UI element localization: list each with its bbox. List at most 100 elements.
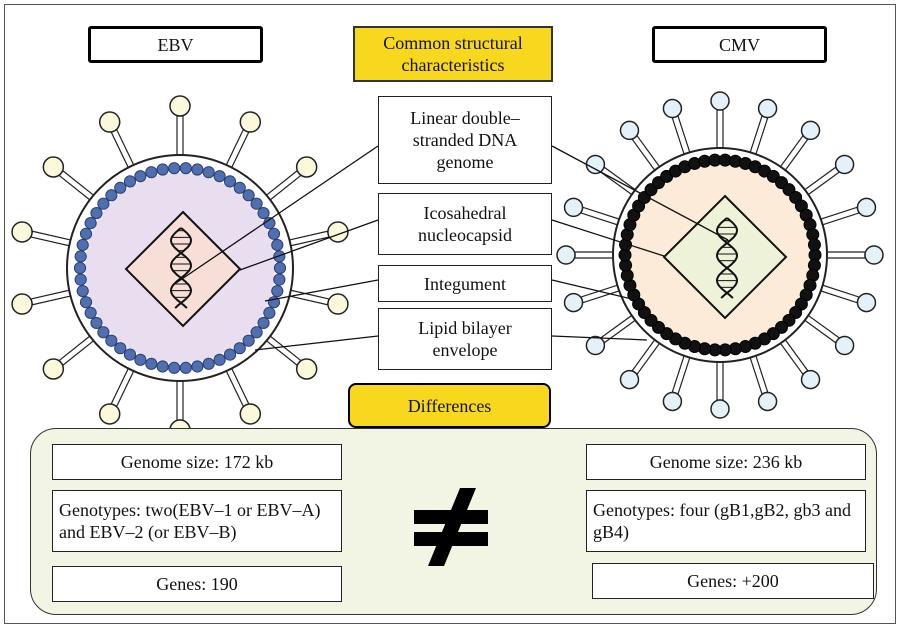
capsomere [223,348,237,361]
spike-knob [295,358,318,380]
capsomere [191,163,204,176]
capsomere [233,342,246,355]
ebv-dna-helix [169,227,193,309]
spike-knob [98,403,121,425]
spike-knob [800,120,821,141]
capsomere [105,189,118,202]
capsomere [233,181,246,194]
capsomere [168,162,181,175]
capsomere [250,326,263,339]
spike-knob [563,292,584,313]
spike-knob [295,156,318,178]
capsomere [134,353,147,366]
ebv-header: EBV [88,26,263,63]
spike-stalk [176,375,184,421]
capsomere [74,250,87,263]
capsomere [273,261,287,275]
capsomere [156,360,169,373]
spike-stalk [574,251,619,259]
spike-knob [757,98,778,119]
spike-knob [11,221,33,243]
spike-stalk [716,356,724,401]
not-equal-symbol [414,488,488,566]
spike-knob [834,335,855,356]
spike-knob [556,245,576,265]
spike-knob [11,293,33,315]
capsomere [223,175,237,188]
cmv-header: CMV [652,26,827,63]
feature-integument: Integument [378,265,552,302]
leader-cmv-envelope [551,335,648,341]
capsomere [79,296,93,309]
capsomere [145,166,158,179]
capsomere [84,306,97,319]
capsomere [179,361,192,374]
capsomere [79,227,93,240]
spike-knob [239,403,262,425]
capsomere [114,342,127,355]
leader-cmv-genome [551,145,729,241]
leader-lines [175,145,729,351]
spike-knob [585,335,606,356]
leader-cmv-integument [551,279,637,301]
capsomere [271,238,284,252]
spike-knob [662,98,683,119]
common-characteristics-header: Common structural characteristics [353,26,553,82]
leader-ebv-capsid [239,219,379,271]
differences-header: Differences [348,383,551,428]
capsomere [191,360,204,373]
spike-knob [856,197,877,218]
capsomere [97,326,110,339]
ebv-icosahedral-nucleocapsid [124,210,242,328]
ebv-genome-size: Genome size: 172 kb [52,444,342,480]
capsomere [114,181,127,194]
cmv-dna-helix [715,217,739,299]
capsomere [123,348,137,361]
capsomere [145,357,158,370]
cmv-virus-particle [556,91,884,419]
ebv-genes: Genes: 190 [52,566,342,602]
leader-ebv-integument [264,279,379,302]
spike-knob [757,391,778,412]
capsomere [156,163,169,176]
capsomere [242,189,255,202]
capsomere [123,175,137,188]
capsomere [267,227,281,240]
feature-lipid-envelope: Lipid bilayer envelope [378,308,552,370]
spike-knob [864,245,884,265]
capsomere [97,197,110,210]
capsomere [90,206,103,220]
spike-knob [169,95,191,117]
capsomere [273,273,286,286]
capsomere [257,316,270,330]
leader-cmv-capsid [551,219,665,257]
spike-knob [98,111,121,133]
spike-stalk [716,109,724,154]
cmv-icosahedral-nucleocapsid [662,194,788,320]
spike-knob [662,391,683,412]
cmv-genotypes: Genotypes: four (gB1,gB2, gb3 and gB4) [586,490,866,552]
spike-knob [619,369,640,390]
capsomere [134,170,147,183]
spike-knob [42,156,65,178]
capsomere [250,197,263,210]
feature-dna-genome: Linear double–stranded DNA genome [378,96,552,184]
spike-knob [563,197,584,218]
ebv-capsomere-ring [73,162,287,374]
spike-knob [327,293,349,315]
feature-nucleocapsid: Icosahedral nucleocapsid [378,193,552,255]
capsomere [73,261,87,275]
spike-stalk [176,115,184,161]
cmv-genome-size: Genome size: 236 kb [586,444,866,480]
capsomere [202,357,215,370]
capsomere [74,273,87,286]
ebv-virus-particle [11,95,349,441]
capsomere [213,353,226,366]
cmv-envelope-spikes [556,91,884,419]
ebv-genotypes: Genotypes: two(EBV–1 or EBV–A) and EBV–2… [52,490,342,552]
capsomere [202,166,215,179]
capsomere [263,306,276,319]
spike-knob [585,154,606,175]
spike-knob [856,292,877,313]
